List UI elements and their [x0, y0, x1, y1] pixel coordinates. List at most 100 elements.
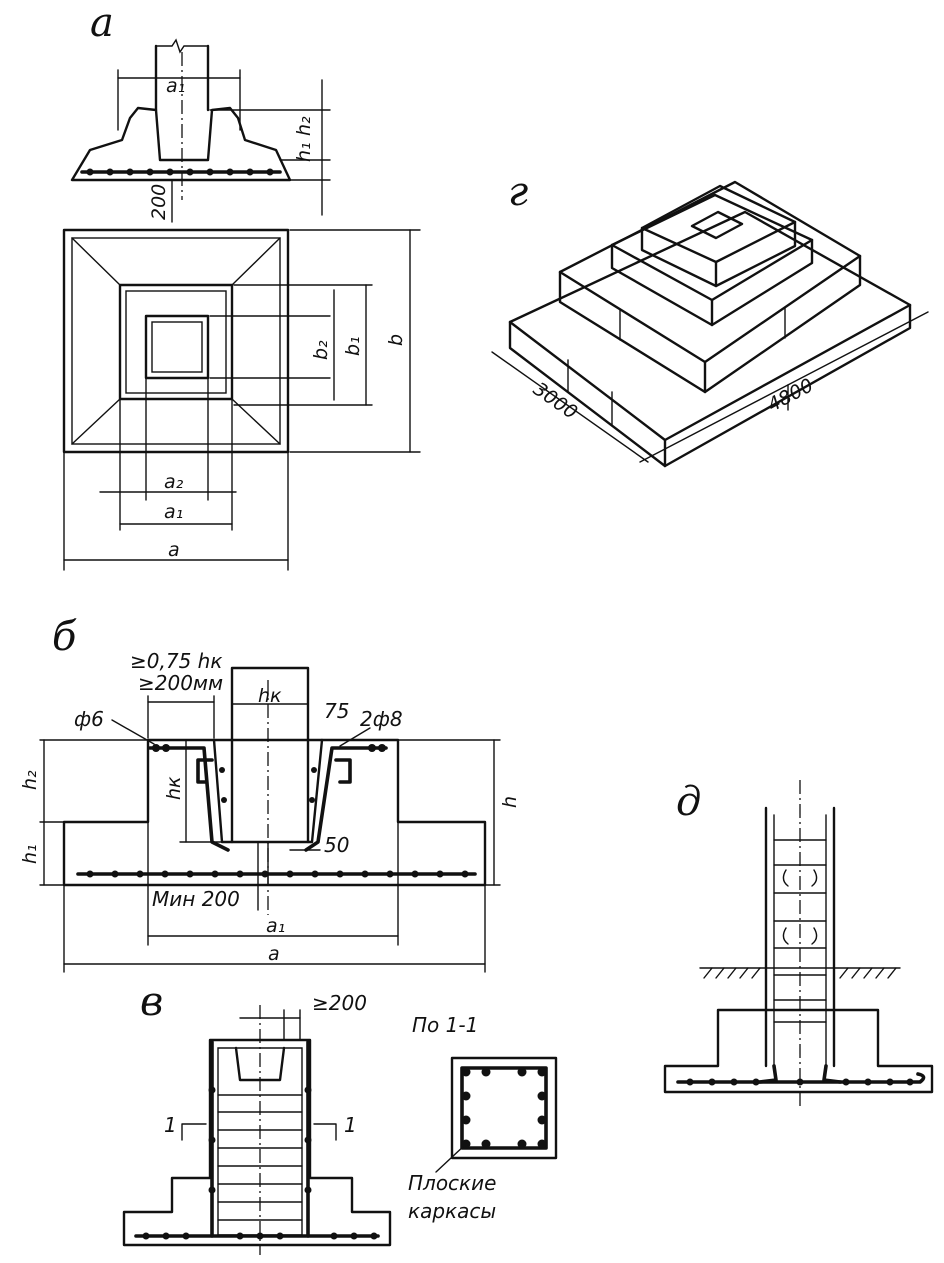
- figure-b: б ≥0,75 hк ≥200мм ф6 hк: [19, 614, 521, 973]
- figure-d: д: [663, 779, 934, 1110]
- cut-mark-left: [181, 1123, 207, 1141]
- plan-hip-br: [231, 398, 281, 445]
- tier2-front-left: [558, 270, 707, 394]
- dim-3000: 3000: [529, 378, 581, 424]
- label-flat-frames-1: Плоские: [408, 1171, 496, 1195]
- cage-ties: [773, 839, 827, 1023]
- tier3-front-right: [710, 238, 814, 327]
- tier1-front-left: [508, 320, 667, 468]
- rebar-dots: [86, 744, 469, 878]
- figure-a: а a₁ h₁ h₂ 200: [62, 0, 421, 571]
- socket-rebar-left: [148, 746, 230, 852]
- rebar-dots: [142, 1086, 378, 1240]
- dim-200: 200: [148, 184, 170, 220]
- tier4-front-right: [714, 220, 797, 288]
- leader-2phi8: [339, 727, 371, 747]
- plan-step-inner: [125, 290, 227, 394]
- plan-hip-tl: [71, 237, 121, 286]
- column-cage-lines: [773, 814, 827, 1067]
- socket-walls: [212, 738, 324, 844]
- tier3-front-left: [610, 243, 714, 327]
- stepped-block-foundation: 3000 4800: [491, 180, 929, 468]
- label-g: г: [508, 169, 528, 215]
- dim-hk-top: hк: [258, 685, 282, 707]
- dim-h-right: h: [499, 796, 521, 808]
- cage-splices: [782, 869, 818, 945]
- dim-ge075hk: ≥0,75 hк: [130, 649, 222, 673]
- cut-label-left: 1: [164, 1113, 177, 1137]
- tier4-front-left: [640, 226, 718, 288]
- plan-hip-tr: [231, 237, 281, 286]
- dim-hk-side: hк: [163, 776, 185, 800]
- monolithic-column-footing: ≥200 1 1: [122, 991, 392, 1255]
- plan-step: [118, 283, 234, 401]
- footing-outline: [122, 1038, 392, 1247]
- tier2-front-right: [703, 254, 862, 394]
- figure-a-elevation: a₁ h₁ h₂ 200: [70, 38, 331, 223]
- column-break-line: [155, 38, 209, 54]
- rebar-dots: [86, 168, 274, 176]
- cut-label-right: 1: [344, 1113, 357, 1137]
- label-d: д: [676, 779, 701, 825]
- label-phi6: ф6: [74, 707, 104, 731]
- ground-hatch: [703, 967, 897, 979]
- label-b: б: [52, 614, 77, 660]
- hook-left: [196, 758, 214, 784]
- plan-outer: [62, 228, 290, 454]
- leader-flat-frames: [435, 1143, 467, 1173]
- dim-ge200: ≥200: [312, 991, 367, 1015]
- cut-mark-right: [313, 1123, 337, 1141]
- column-on-footing: [663, 780, 934, 1110]
- section-bars: [461, 1067, 547, 1149]
- dim-a: a: [268, 943, 280, 965]
- section-stirrup: [460, 1066, 548, 1150]
- footing-outline: [663, 1008, 934, 1094]
- label-2phi8: 2ф8: [360, 707, 403, 731]
- label-a: а: [90, 0, 114, 46]
- dim-b2: b₂: [310, 340, 332, 360]
- footing-outline: [70, 106, 292, 182]
- dim-a1-plan: a₁: [164, 501, 183, 523]
- plan-socket: [144, 314, 210, 380]
- dim-75: 75: [324, 699, 349, 723]
- section-title: По 1-1: [412, 1013, 478, 1037]
- dim-h1: h₁: [293, 142, 315, 162]
- plan-outer-inner: [71, 237, 281, 445]
- figure-g: г 3000 4: [491, 169, 929, 468]
- column-edges: [764, 806, 836, 1068]
- column: [230, 666, 310, 844]
- dim-a1: a₁: [266, 915, 285, 937]
- hook-right: [334, 758, 352, 784]
- rebar-dots: [686, 1078, 914, 1086]
- plan-hip-bl: [71, 398, 121, 445]
- dim-h1: h₁: [19, 844, 41, 864]
- dim-min200: Мин 200: [152, 887, 240, 911]
- label-v: в: [140, 979, 163, 1025]
- dim-h2: h₂: [293, 116, 315, 136]
- dim-b: b: [385, 334, 407, 346]
- dim-ge200mm: ≥200мм: [138, 671, 223, 695]
- bottom-rebar: [676, 1072, 926, 1084]
- tier2-top: [558, 180, 862, 364]
- dim-h2: h₂: [19, 770, 41, 790]
- footing-outline: [62, 738, 487, 887]
- cage-anchors: [758, 1064, 842, 1084]
- socket-footing-section: ≥0,75 hк ≥200мм ф6 hк 75 2ф8 h₂ h₁ hк: [19, 649, 521, 973]
- dim-b1: b₁: [342, 336, 364, 356]
- socket-rebar-right: [304, 746, 388, 852]
- dim-4800-line: [639, 311, 929, 463]
- section-outline: [450, 1056, 558, 1160]
- socket-opening: [690, 210, 744, 240]
- dim-3000-line: [491, 351, 649, 463]
- dim-a2: a₂: [164, 471, 184, 493]
- figure-a-plan: b₂ b₁ b a₂ a₁ a: [62, 228, 421, 571]
- figure-v: в ≥200 1 1 По 1-1: [122, 979, 558, 1255]
- label-flat-frames-2: каркасы: [408, 1199, 496, 1223]
- tier1-front-right: [663, 303, 912, 468]
- section-1-1: По 1-1 Плоские каркасы: [408, 1013, 558, 1223]
- dim-a1-top: a₁: [166, 75, 185, 97]
- dim-50: 50: [324, 833, 349, 857]
- plan-socket-inner: [151, 321, 203, 373]
- dim-a-plan: a: [168, 539, 180, 561]
